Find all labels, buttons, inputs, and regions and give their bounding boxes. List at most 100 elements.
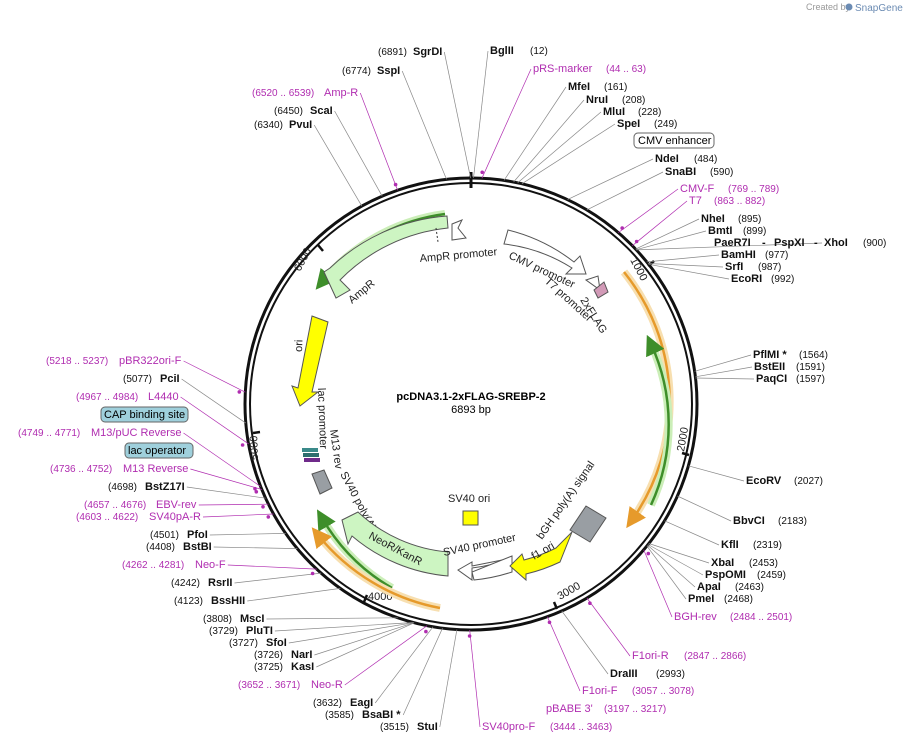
primer-range-ebv-rev: (4657 .. 4676): [84, 500, 146, 511]
site-bstbi[interactable]: BstBI: [183, 541, 212, 553]
primer-range-m13-reverse: (4736 .. 4752): [50, 464, 112, 475]
site-xbai[interactable]: XbaI: [711, 557, 734, 569]
leader-lines: [180, 50, 823, 728]
primer-f1ori-r[interactable]: F1ori-R: [632, 650, 669, 662]
site-leader-msci: [266, 617, 398, 620]
primer-cmv-f[interactable]: CMV-F: [680, 183, 715, 195]
primer-leader-neo-r: [344, 625, 428, 686]
site-apai[interactable]: ApaI: [697, 581, 721, 593]
primer-pbabe3[interactable]: pBABE 3': [546, 703, 593, 715]
site-sspi[interactable]: SspI: [377, 65, 400, 77]
site-snabi[interactable]: SnaBI: [665, 166, 696, 178]
site-pluti[interactable]: PluTI: [246, 625, 273, 637]
primer-sv40pa-r[interactable]: SV40pA-R: [149, 511, 201, 523]
site-sgrdi[interactable]: SgrDI: [413, 46, 442, 58]
neor-feature: [341, 511, 449, 577]
primer-f1ori-f[interactable]: F1ori-F: [582, 685, 618, 697]
primer-ebv-rev[interactable]: EBV-rev: [156, 499, 197, 511]
site-leader-pfoi: [209, 533, 286, 536]
site-leader-pcii: [181, 378, 246, 424]
primer-leader-f1ori-f: [547, 616, 581, 692]
site-ecorv[interactable]: EcoRV: [746, 475, 782, 487]
site-leader-bsabi: [402, 628, 443, 716]
primer-amp-r[interactable]: Amp-R: [324, 87, 358, 99]
primer-leader-sv40pa-r: [202, 513, 274, 518]
site-leader-xbai: [648, 543, 710, 564]
site-paer7i[interactable]: PaeR7I: [714, 237, 751, 249]
site-pcii[interactable]: PciI: [160, 373, 180, 385]
site-pos-pluti: (3729): [209, 626, 238, 637]
site-rsrii[interactable]: RsrII: [208, 577, 232, 589]
site-pvui[interactable]: PvuI: [289, 119, 312, 131]
primer-neo-r[interactable]: Neo-R: [311, 679, 343, 691]
site-bsteii[interactable]: BstEII: [754, 361, 785, 373]
site-stui[interactable]: StuI: [417, 721, 438, 733]
lac-operator-box: [124, 442, 194, 459]
site-pos-nhei: (895): [738, 214, 761, 225]
primer-pbr322ori-f[interactable]: pBR322ori-F: [119, 355, 182, 367]
site-bbvci[interactable]: BbvCI: [733, 515, 765, 527]
site-bamhi[interactable]: BamHI: [721, 249, 756, 261]
primer-m13-reverse[interactable]: M13 Reverse: [123, 463, 188, 475]
site-leader-eagi: [374, 626, 434, 704]
site-pos-nrui: (208): [622, 95, 645, 106]
primer-bgh-rev[interactable]: BGH-rev: [674, 611, 717, 623]
site-leader-nrui: [513, 99, 585, 183]
site-ndei[interactable]: NdeI: [655, 153, 679, 165]
site-pfoi[interactable]: PfoI: [187, 529, 208, 541]
snapgene-logo-icon: [845, 3, 853, 11]
site-bglii[interactable]: BglII: [490, 45, 514, 57]
site-bstz17i[interactable]: BstZ17I: [145, 481, 185, 493]
site-pos-ndei: (484): [694, 154, 717, 165]
site-leader-kasi: [316, 622, 415, 668]
site-kasi[interactable]: KasI: [291, 661, 314, 673]
primer-t7[interactable]: T7: [689, 195, 702, 207]
primer-prs-marker[interactable]: pRS-marker: [533, 63, 593, 75]
site-srfi[interactable]: SrfI: [725, 261, 743, 273]
site-eagi[interactable]: EagI: [350, 697, 373, 709]
primer-sv40pro-f[interactable]: SV40pro-F: [482, 721, 535, 733]
site-nrui[interactable]: NruI: [586, 94, 608, 106]
tick-label-2000: 2000: [675, 426, 691, 452]
site-sfoi[interactable]: SfoI: [266, 637, 287, 649]
primer-neo-f[interactable]: Neo-F: [195, 559, 226, 571]
site-draiii[interactable]: DraIII: [610, 668, 638, 680]
site-bsabi[interactable]: BsaBI *: [362, 709, 401, 721]
sv40-promoter-feature: [471, 555, 513, 581]
site-pflmi[interactable]: PflMI *: [753, 349, 787, 361]
site-nhei[interactable]: NheI: [701, 213, 725, 225]
neor-orf-arrow: [316, 509, 393, 590]
site-leader-pmei: [646, 545, 687, 600]
site-msci[interactable]: MscI: [240, 613, 264, 625]
site-scai[interactable]: ScaI: [310, 105, 333, 117]
site-leader-bstbi: [213, 546, 298, 549]
site-spei[interactable]: SpeI: [617, 118, 640, 130]
primer-l4440[interactable]: L4440: [148, 391, 179, 403]
primer-leader-neo-f: [227, 564, 317, 570]
site-pos-bsshii: (4123): [174, 596, 203, 607]
flag-feature: [593, 281, 609, 299]
site-nari[interactable]: NarI: [291, 649, 312, 661]
site-bmti[interactable]: BmtI: [708, 225, 732, 237]
sep-dash-2: -: [814, 237, 818, 249]
site-xhoi[interactable]: XhoI: [824, 237, 848, 249]
site-pspomi[interactable]: PspOMI: [705, 569, 746, 581]
site-pspxi[interactable]: PspXI: [774, 237, 805, 249]
site-leader-sfoi: [288, 622, 414, 644]
site-ecori[interactable]: EcoRI: [731, 273, 762, 285]
ampr-promoter-label: AmpR promoter: [419, 246, 498, 265]
primer-m13-puc-reverse[interactable]: M13/pUC Reverse: [91, 427, 181, 439]
site-leader-rsrii: [234, 572, 322, 584]
site-kfli[interactable]: KflI: [721, 539, 739, 551]
site-paqci[interactable]: PaqCI: [756, 373, 787, 385]
primer-mark-sv40pa-r: [266, 515, 271, 519]
inner-orf-arrow: [646, 334, 670, 506]
site-mfei[interactable]: MfeI: [568, 81, 590, 93]
primer-leader-m13-puc-reverse: [183, 432, 261, 487]
m13-rev-label: M13 rev: [327, 429, 344, 471]
site-mlui[interactable]: MluI: [603, 106, 625, 118]
primer-leader-pbr322ori-f: [183, 360, 246, 393]
site-pmei[interactable]: PmeI: [688, 593, 714, 605]
site-bsshii[interactable]: BssHII: [211, 595, 245, 607]
site-pos-srfi: (987): [758, 262, 781, 273]
